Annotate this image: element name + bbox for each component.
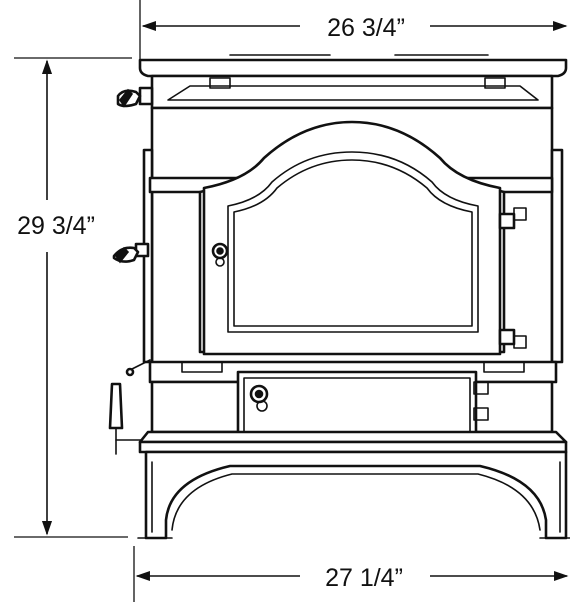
stove-legs <box>137 450 570 540</box>
top-width-dimension: 26 3/4” <box>139 0 568 60</box>
base-width-label: 27 1/4” <box>325 564 403 592</box>
left-middle-fitting <box>112 242 150 264</box>
door-hinges <box>498 207 527 349</box>
height-label: 29 3/4” <box>17 212 95 240</box>
left-upper-fitting <box>116 86 154 108</box>
door-knob <box>211 242 229 267</box>
height-dimension: 29 3/4” <box>14 57 132 538</box>
stove-top-collar <box>150 74 554 110</box>
stove-cooktop <box>138 54 568 78</box>
firebox-door <box>202 120 527 356</box>
stove-lower-section <box>148 360 558 440</box>
stove-base-plinth <box>138 430 568 461</box>
ash-door <box>236 370 489 440</box>
stove-illustration <box>108 54 570 540</box>
base-width-dimension: 27 1/4” <box>133 546 569 602</box>
top-width-label: 26 3/4” <box>327 14 405 42</box>
